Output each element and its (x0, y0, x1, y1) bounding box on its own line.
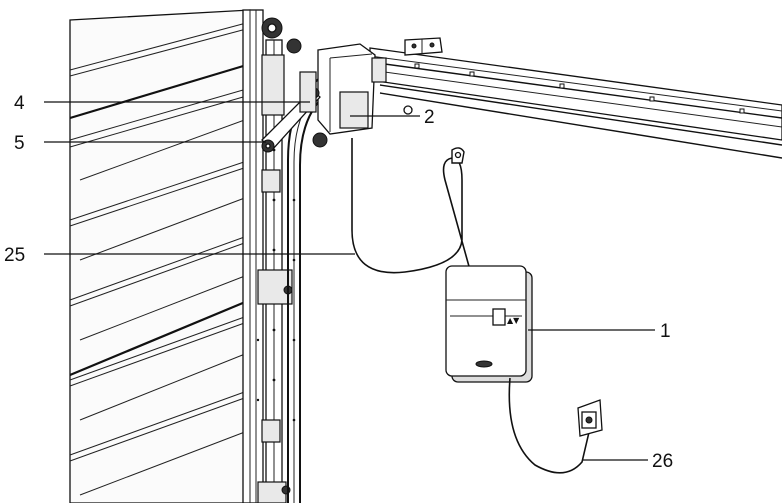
cable-25 (351, 138, 471, 274)
motor-unit (317, 43, 387, 135)
callout-5: 5 (14, 133, 25, 154)
horizontal-rail (369, 37, 782, 159)
door-frame (242, 9, 293, 503)
control-unit-arrows: ▲▼ (507, 316, 520, 325)
control-unit: ▲▼ (445, 265, 533, 383)
roller-assembly (261, 17, 328, 148)
leader-lines (44, 101, 655, 461)
callout-labels: 4 5 2 25 1 26 (4, 93, 673, 472)
door-panels (69, 9, 251, 503)
callout-1: 1 (660, 321, 671, 342)
callout-4: 4 (14, 93, 25, 114)
power-cable-26 (508, 377, 603, 474)
callout-2: 2 (424, 107, 435, 128)
callout-25: 25 (4, 245, 25, 266)
callout-26: 26 (652, 451, 673, 472)
